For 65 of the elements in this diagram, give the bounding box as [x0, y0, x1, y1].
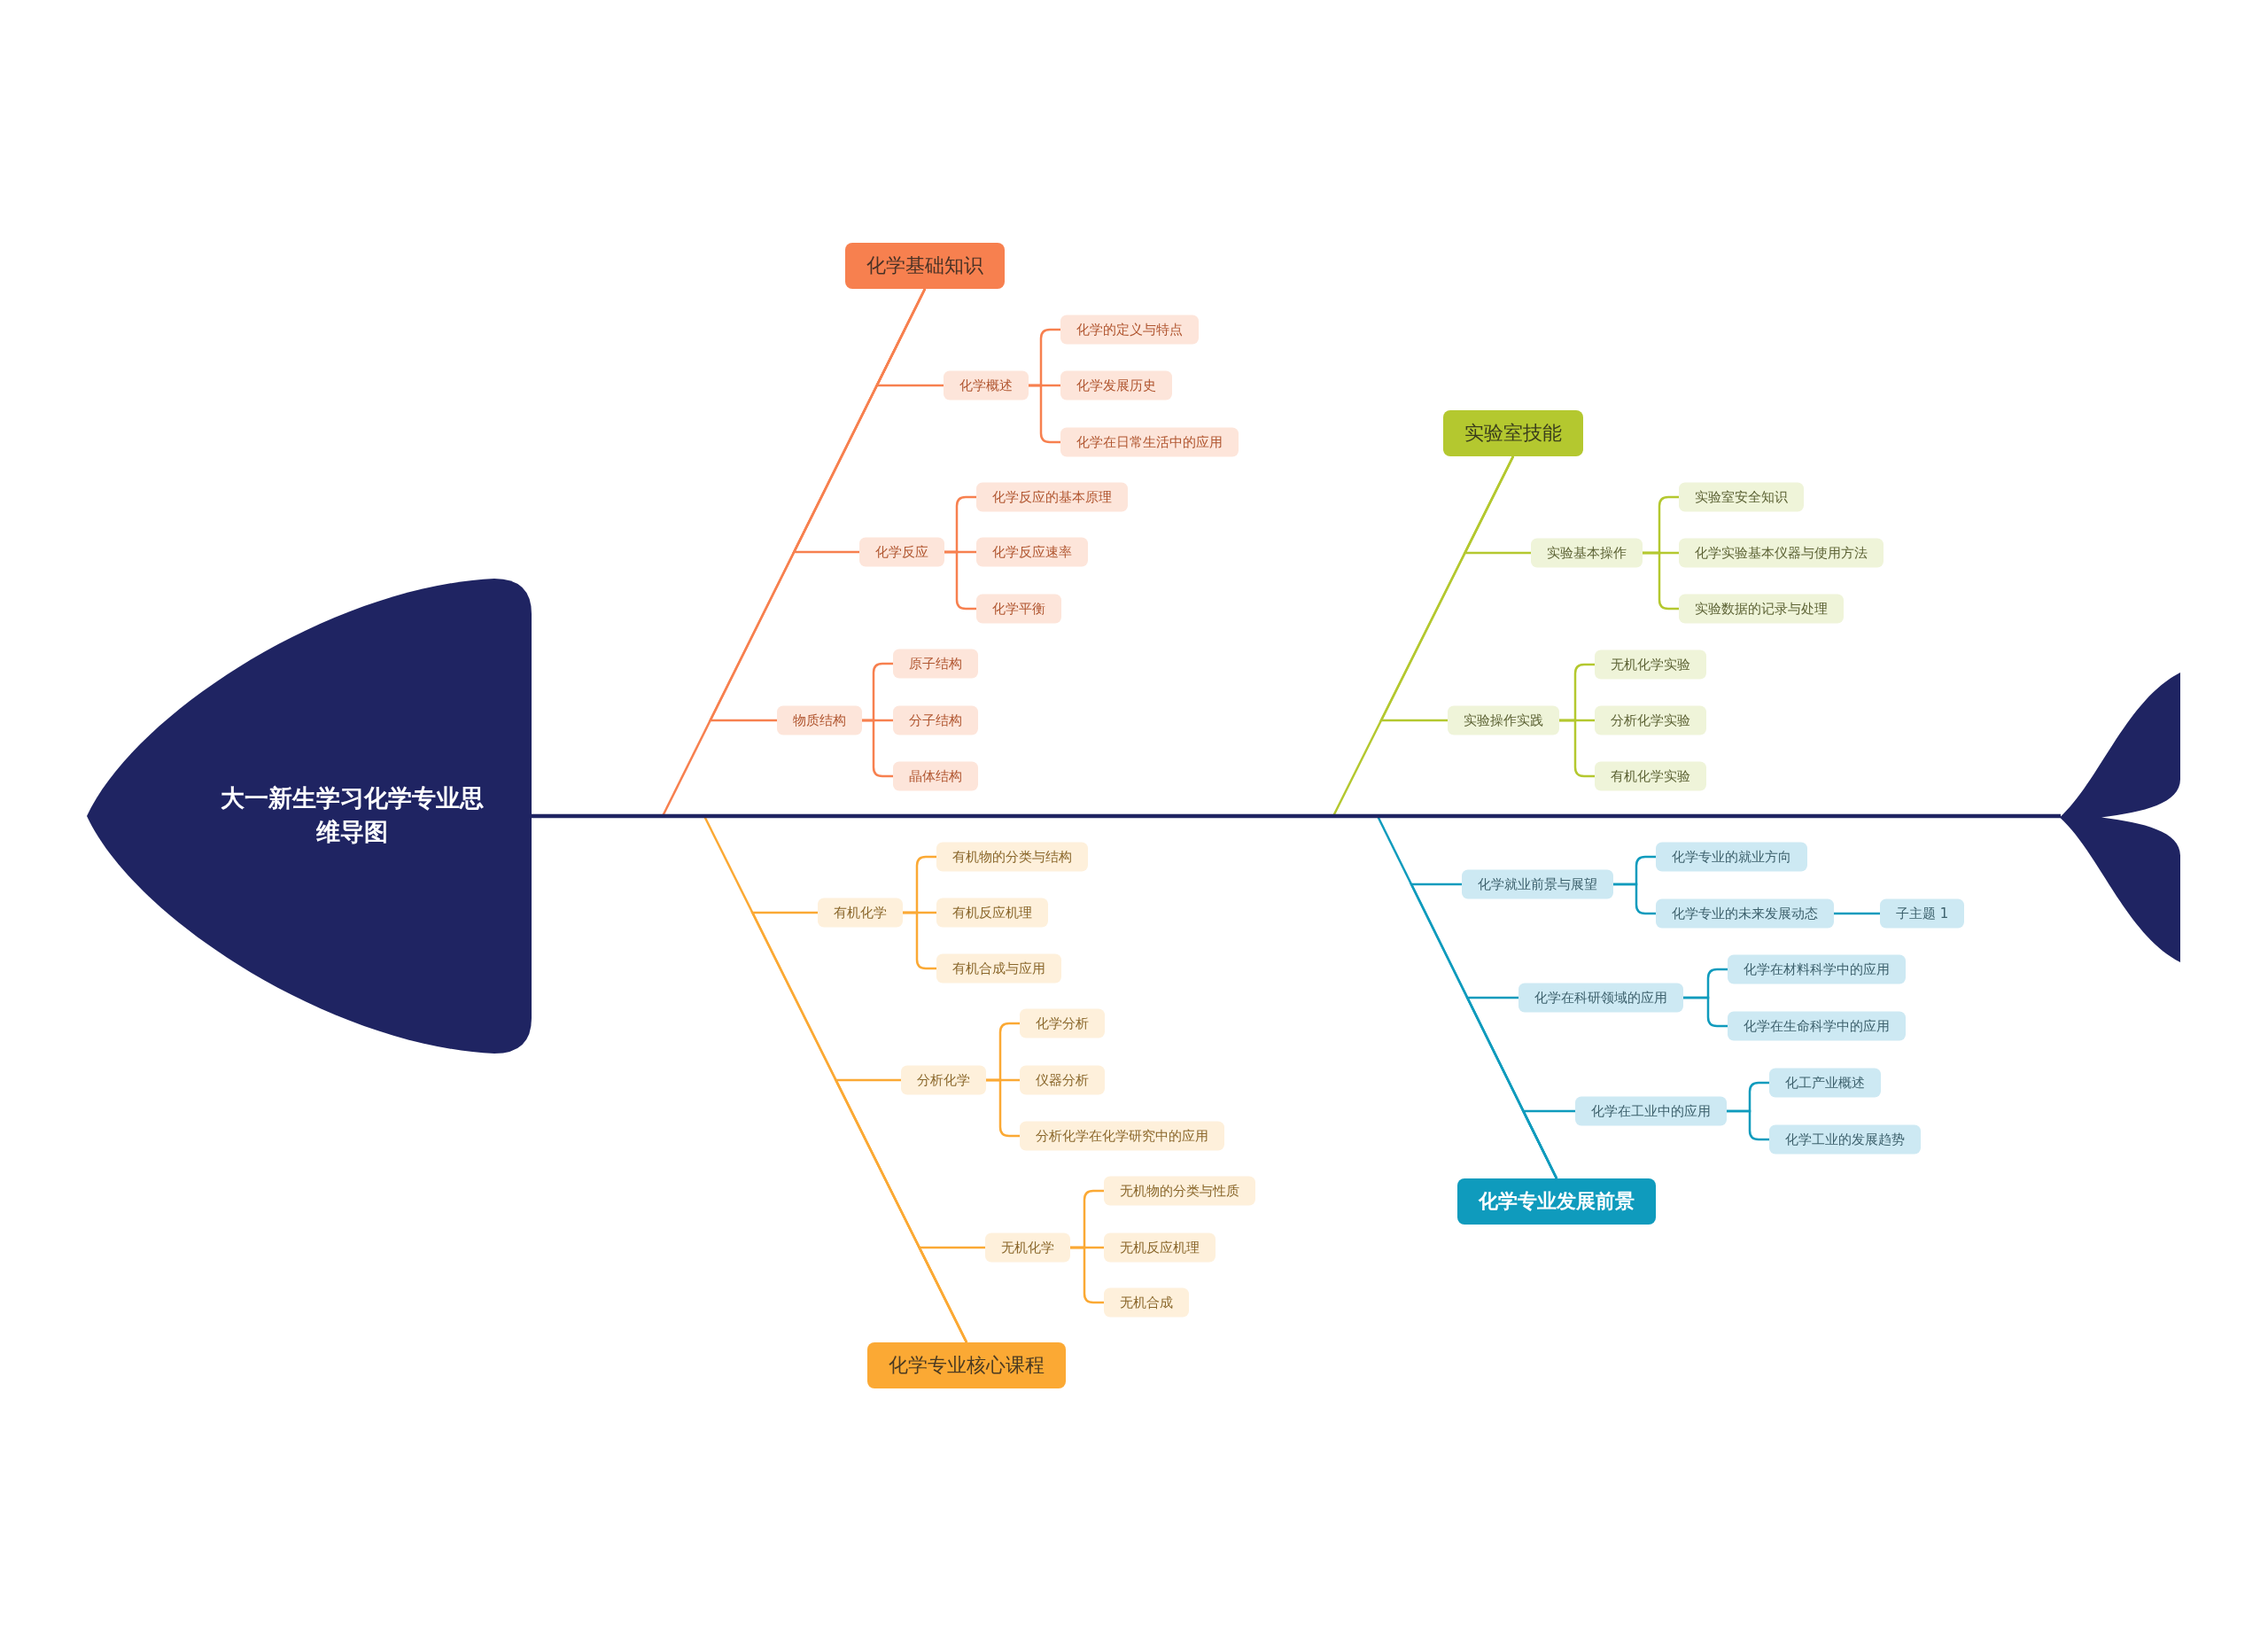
detail-topic: 化学平衡 — [976, 594, 1061, 624]
subtopic: 实验基本操作 — [1531, 538, 1643, 568]
connector-line — [1834, 912, 1880, 915]
subtopic: 无机化学 — [985, 1233, 1070, 1263]
detail-topic: 分析化学在化学研究中的应用 — [1020, 1121, 1224, 1151]
detail-topic: 仪器分析 — [1020, 1065, 1105, 1095]
subtopic: 化学概述 — [944, 370, 1029, 400]
detail-topic: 晶体结构 — [893, 761, 978, 791]
connector-line — [862, 719, 893, 778]
detail-topic: 分析化学实验 — [1595, 705, 1706, 735]
detail-topic: 化学专业的未来发展动态 — [1656, 898, 1834, 929]
connector-line — [1559, 719, 1595, 778]
detail-topic: 化学在日常生活中的应用 — [1060, 427, 1239, 457]
connector-line — [1613, 883, 1656, 915]
subtopic: 物质结构 — [777, 705, 862, 735]
fish-tail — [2060, 673, 2180, 962]
subtopic: 化学就业前景与展望 — [1462, 869, 1613, 899]
detail-topic: 化工产业概述 — [1769, 1068, 1881, 1098]
main-topic: 化学基础知识 — [845, 243, 1005, 289]
subtopic: 化学在工业中的应用 — [1575, 1096, 1727, 1126]
detail-topic: 有机合成与应用 — [936, 953, 1061, 984]
detail-topic: 无机反应机理 — [1104, 1233, 1216, 1263]
connector-line — [986, 1078, 1020, 1138]
detail-topic: 化学发展历史 — [1060, 370, 1172, 400]
fish-spine — [532, 813, 2061, 819]
detail-topic: 分子结构 — [893, 705, 978, 735]
detail-topic: 化学工业的发展趋势 — [1769, 1124, 1921, 1155]
connector-line — [1379, 455, 1515, 722]
connector-line — [1643, 551, 1679, 610]
detail-topic: 无机物的分类与性质 — [1104, 1176, 1255, 1206]
detail-topic: 化学实验基本仪器与使用方法 — [1679, 538, 1884, 568]
connector-line — [708, 288, 927, 722]
connector-line — [917, 1246, 985, 1343]
main-topic: 化学专业核心课程 — [867, 1342, 1066, 1388]
central-topic: 大一新生学习化学专业思维导图 — [219, 783, 485, 847]
subtopic: 分析化学 — [901, 1065, 986, 1095]
detail-topic: 化学在生命科学中的应用 — [1728, 1011, 1906, 1041]
fish-head — [87, 579, 532, 1054]
connector-line — [1029, 384, 1060, 444]
connector-line — [1070, 1246, 1104, 1304]
detail-topic: 实验室安全知识 — [1679, 482, 1804, 512]
detail-topic: 化学专业的就业方向 — [1656, 842, 1807, 872]
subtopic: 化学在科研领域的应用 — [1518, 983, 1683, 1013]
detail-topic: 实验数据的记录与处理 — [1679, 594, 1844, 624]
connector-line — [1683, 996, 1728, 1028]
connector-line — [903, 911, 936, 970]
detail-topic: 化学在材料科学中的应用 — [1728, 954, 1906, 984]
detail-topic: 子主题 1 — [1880, 898, 1965, 929]
subtopic: 化学反应 — [859, 537, 944, 567]
detail-topic: 有机化学实验 — [1595, 761, 1706, 791]
detail-topic: 有机物的分类与结构 — [936, 842, 1088, 872]
connector-line — [1521, 1109, 1575, 1179]
main-topic: 实验室技能 — [1443, 410, 1583, 456]
detail-topic: 无机合成 — [1104, 1287, 1189, 1318]
detail-topic: 化学反应速率 — [976, 537, 1088, 567]
subtopic: 有机化学 — [818, 898, 903, 928]
detail-topic: 化学反应的基本原理 — [976, 482, 1128, 512]
detail-topic: 有机反应机理 — [936, 898, 1048, 928]
detail-topic: 化学分析 — [1020, 1008, 1105, 1038]
detail-topic: 化学的定义与特点 — [1060, 315, 1199, 345]
connector-line — [944, 550, 976, 610]
detail-topic: 无机化学实验 — [1595, 649, 1706, 680]
main-topic: 化学专业发展前景 — [1457, 1178, 1656, 1225]
detail-topic: 原子结构 — [893, 649, 978, 679]
subtopic: 实验操作实践 — [1448, 705, 1559, 735]
